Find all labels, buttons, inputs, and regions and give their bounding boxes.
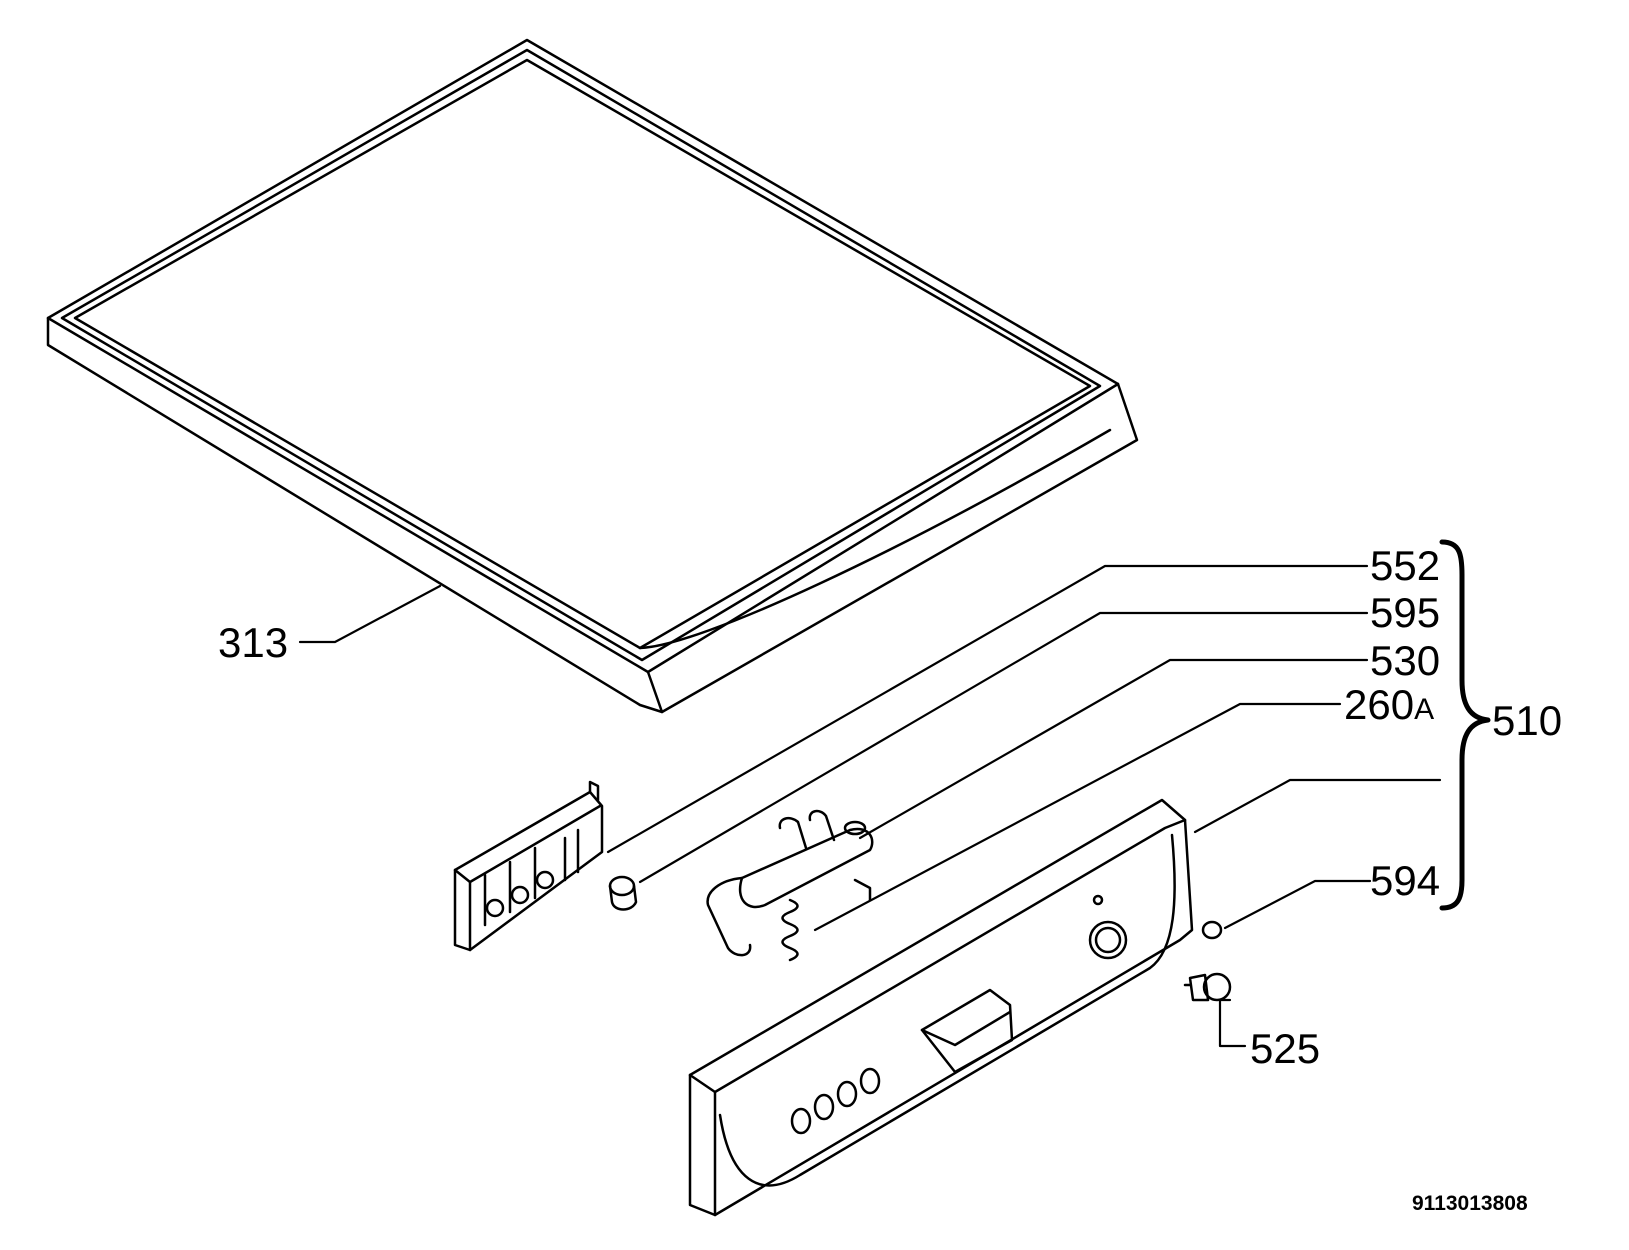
label-594: 594	[1370, 857, 1441, 904]
spring-260A	[781, 898, 799, 962]
lamp-525	[1183, 972, 1232, 1002]
brace-510	[1439, 539, 1491, 911]
label-530: 530	[1370, 637, 1441, 684]
label-260A-suffix: A	[1414, 693, 1435, 726]
handle-530	[706, 809, 874, 957]
lid-313	[46, 38, 1139, 714]
label-595: 595	[1370, 589, 1441, 636]
label-552: 552	[1370, 542, 1441, 589]
leader-260A	[813, 702, 1342, 932]
switch-block-552	[453, 780, 604, 952]
drawing-code: 9113013808	[1412, 1192, 1528, 1215]
label-525: 525	[1250, 1025, 1321, 1072]
leader-lines	[298, 564, 1442, 1048]
leader-594	[1223, 879, 1372, 930]
control-panel-510	[688, 798, 1194, 1217]
leader-525	[1218, 998, 1247, 1048]
cap-595	[608, 875, 638, 911]
knob-594	[1201, 920, 1223, 940]
label-260A-number: 260	[1344, 681, 1415, 728]
label-510: 510	[1492, 697, 1563, 744]
label-260A: 260A	[1344, 684, 1434, 731]
label-313: 313	[218, 619, 289, 666]
leader-552	[606, 564, 1369, 854]
leader-510	[1193, 778, 1442, 834]
leader-595	[638, 611, 1369, 884]
leader-530	[858, 658, 1369, 840]
leader-313	[298, 584, 442, 644]
